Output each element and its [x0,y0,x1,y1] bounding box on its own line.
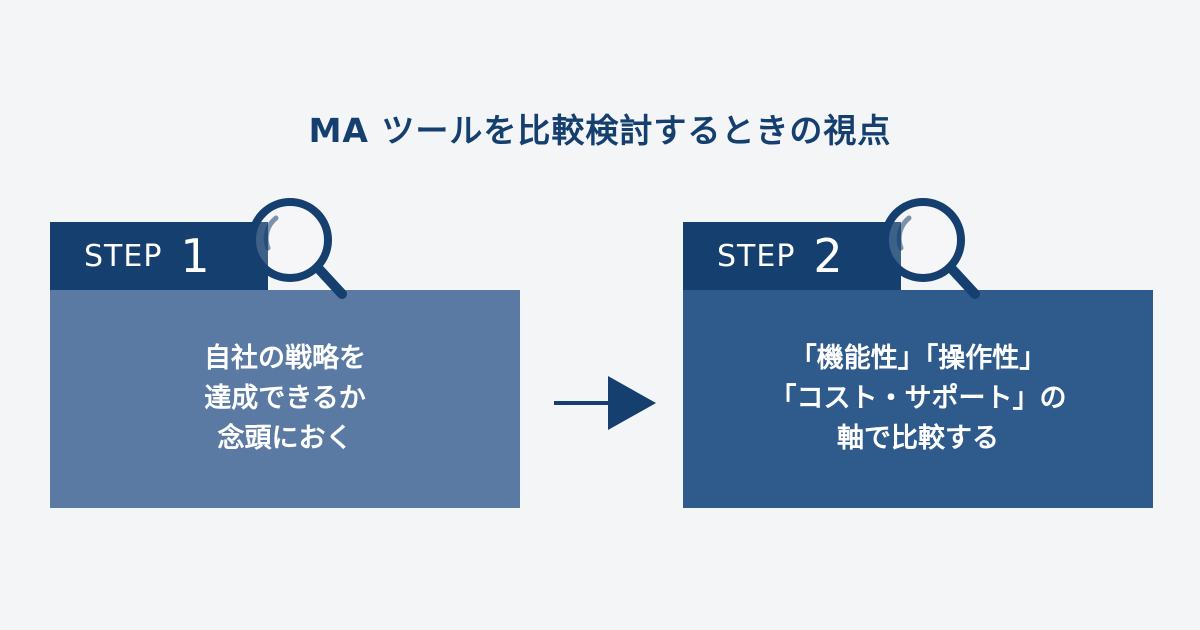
step-1-description: 自社の戦略を 達成できるか 念頭におく [204,339,366,459]
step-1-line-2: 達成できるか [204,383,366,414]
step-2-card: STEP 2 「機能性」「操作性」 「コスト・サポート」の 軸で比較する [683,190,1153,508]
step-2-label: STEP [717,238,796,274]
step-1-number: 1 [180,229,210,283]
step-1-card: STEP 1 自社の戦略を 達成できるか 念頭におく [50,190,520,508]
magnifier-icon [881,198,980,299]
step-1-line-1: 自社の戦略を [204,343,366,374]
step-2-number: 2 [813,229,843,283]
step-2-panel: 「機能性」「操作性」 「コスト・サポート」の 軸で比較する [683,290,1153,508]
step-2-tab: STEP 2 [683,222,901,290]
step-2-description: 「機能性」「操作性」 「コスト・サポート」の 軸で比較する [770,339,1067,459]
step-2-line-3: 軸で比較する [837,423,999,454]
magnifier-icon [248,198,347,299]
diagram-title: MA ツールを比較検討するときの視点 [308,111,892,150]
step-1-label: STEP [84,238,163,274]
step-1-line-3: 念頭におく [217,423,353,454]
step-2-line-1: 「機能性」「操作性」 [789,343,1047,374]
step-1-tab: STEP 1 [50,222,268,290]
step-2-line-2: 「コスト・サポート」の [769,383,1067,414]
arrow-right-icon [554,376,656,430]
step-1-panel: 自社の戦略を 達成できるか 念頭におく [50,290,520,508]
